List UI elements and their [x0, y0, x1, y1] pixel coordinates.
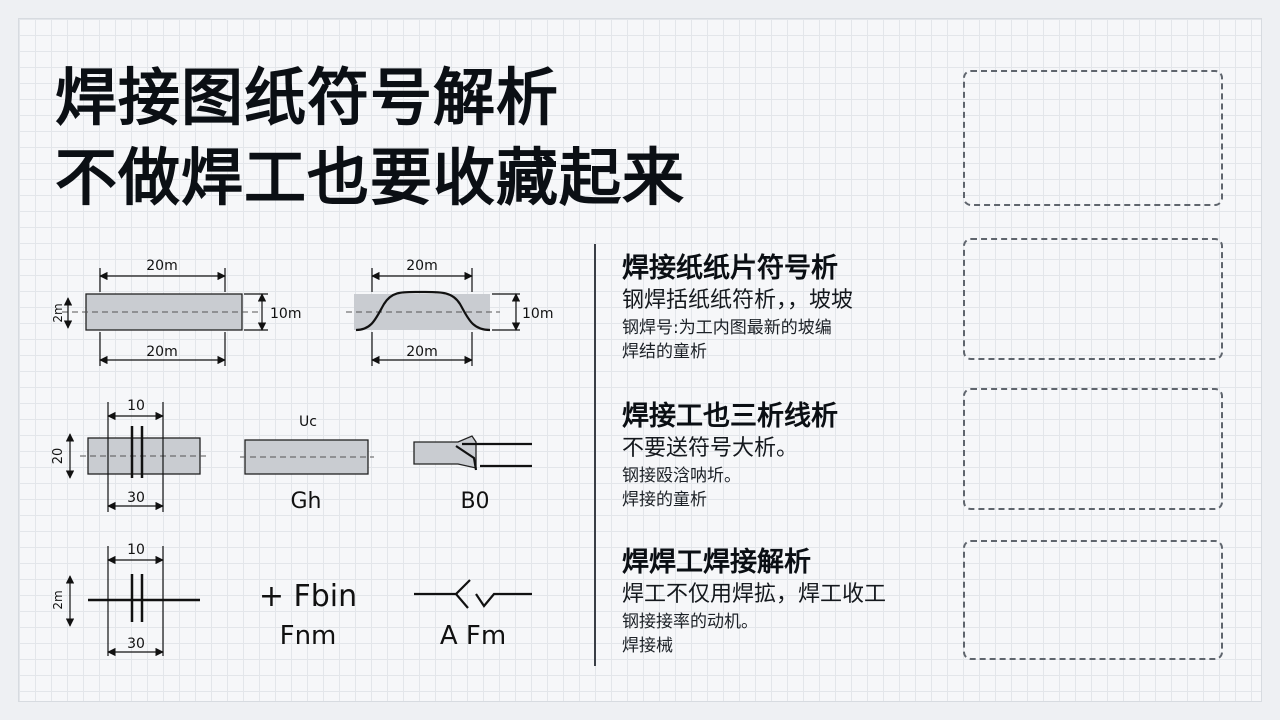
- drawing-sheet: [18, 18, 1262, 702]
- section-line-2: 钢接殴浛呐圻。: [622, 466, 741, 486]
- dim-top-label: 20m: [146, 258, 177, 274]
- section-heading: 焊接工也三析线析: [622, 401, 838, 432]
- info-section-2: 焊接工也三析线析 不要送符号大析。 钢接殴浛呐圻。 焊接的童析: [622, 400, 942, 512]
- dim-left-label: 2m: [51, 303, 65, 322]
- dim-left-label: 2m: [51, 590, 65, 609]
- dim-bottom-label: 30: [127, 490, 145, 506]
- info-section-3: 焊焊工焊接解析 焊工不仅用焊拡，焊工收工 钢接接率的动机。 焊接械: [622, 546, 942, 658]
- line-weld-figure: 10 30 2m: [51, 542, 200, 657]
- page-title: 焊接图纸符号解析 不做焊工也要收藏起来: [55, 58, 685, 218]
- symbol-line-2: Fnm: [280, 621, 337, 651]
- section-line-3: 焊接的童析: [622, 490, 707, 510]
- section-line-2: 钢接接率的动机。: [622, 612, 758, 632]
- section-line-3: 焊结的童析: [622, 342, 707, 362]
- placeholder-box-2: [963, 238, 1223, 360]
- placeholder-box-1: [963, 70, 1223, 206]
- profile-joint-figure: 20m 20m 10m: [346, 258, 553, 366]
- dim-bottom-label: 20m: [146, 344, 177, 360]
- dim-right-label: 10m: [522, 306, 553, 322]
- notch-bar-figure: B0: [413, 435, 532, 514]
- arrow-line-figure: A Fm: [414, 579, 532, 651]
- section-heading: 焊焊工焊接解析: [622, 547, 811, 578]
- section-line-1: 钢焊括纸纸符析，，坡坡: [622, 288, 854, 313]
- butt-weld-figure: 10 30 20: [51, 398, 206, 512]
- section-heading: 焊接纸纸片符号析: [622, 253, 838, 284]
- weld-symbols-diagram: 20m 20m 10m 2m 20m 20m 10m: [51, 258, 553, 657]
- bar-joint-figure: 20m 20m 10m 2m: [51, 258, 301, 366]
- title-line-2: 不做焊工也要收藏起来: [55, 141, 686, 214]
- text-symbol-figure: + Fbin Fnm: [259, 579, 357, 651]
- symbol-line-1: + Fbin: [259, 579, 357, 614]
- dim-top-label: 10: [127, 542, 145, 558]
- section-line-1: 焊工不仅用焊拡，焊工收工: [622, 582, 887, 607]
- column-divider: [594, 244, 596, 666]
- caption-label: Gh: [291, 489, 322, 514]
- dim-top-label: 10: [127, 398, 145, 414]
- section-line-1: 不要送符号大析。: [622, 436, 799, 461]
- section-line-2: 钢焊号:为工内图最新的坡编: [622, 318, 832, 338]
- top-label: Uc: [299, 414, 317, 430]
- dim-left-label: 20: [51, 448, 66, 465]
- dim-right-label: 10m: [270, 306, 301, 322]
- dim-bottom-label: 20m: [406, 344, 437, 360]
- plain-bar-figure: Uc Gh: [240, 414, 374, 514]
- placeholder-box-3: [963, 388, 1223, 510]
- dim-top-label: 20m: [406, 258, 437, 274]
- caption-label: A Fm: [440, 621, 506, 651]
- dim-bottom-label: 30: [127, 636, 145, 652]
- info-section-1: 焊接纸纸片符号析 钢焊括纸纸符析，，坡坡 钢焊号:为工内图最新的坡编 焊结的童析: [622, 252, 942, 364]
- caption-label: B0: [460, 489, 489, 514]
- placeholder-box-4: [963, 540, 1223, 660]
- title-line-1: 焊接图纸符号解析: [55, 61, 560, 134]
- section-line-3: 焊接械: [622, 636, 673, 656]
